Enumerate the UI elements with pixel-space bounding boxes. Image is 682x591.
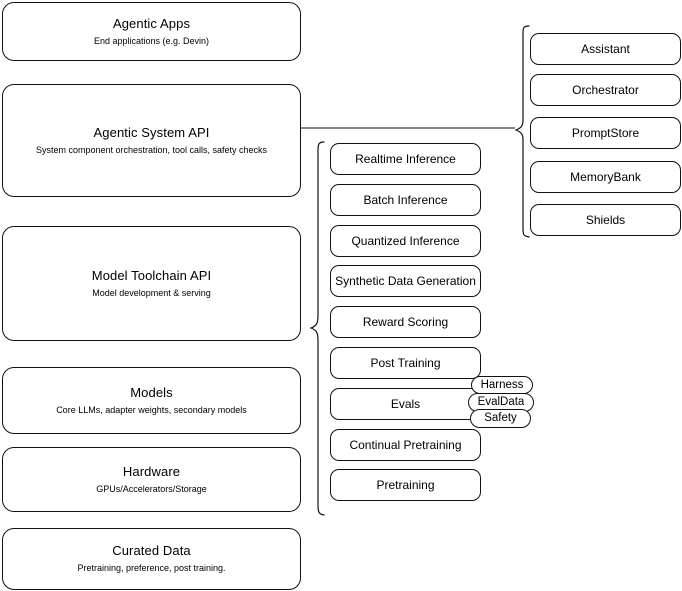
- system-api-connector-line: [301, 126, 517, 130]
- eval-tag-label: Safety: [484, 412, 517, 424]
- layer-subtitle: End applications (e.g. Devin): [93, 35, 210, 46]
- layer-model-toolchain-api[interactable]: Model Toolchain API Model development & …: [2, 226, 301, 341]
- layer-title: Agentic Apps: [112, 15, 191, 31]
- component-continual-pretraining[interactable]: Continual Pretraining: [330, 429, 481, 461]
- component-label: Quantized Inference: [351, 234, 460, 248]
- component-shields[interactable]: Shields: [530, 204, 681, 236]
- layer-agentic-apps[interactable]: Agentic Apps End applications (e.g. Devi…: [2, 2, 301, 61]
- toolchain-components-brace: [308, 140, 326, 518]
- component-label: Post Training: [370, 356, 441, 370]
- component-label: Continual Pretraining: [349, 438, 462, 452]
- layer-title: Hardware: [122, 463, 181, 479]
- component-label: Synthetic Data Generation: [335, 274, 476, 288]
- component-label: Reward Scoring: [362, 315, 449, 329]
- eval-tag-label: Harness: [480, 378, 524, 391]
- component-realtime-inference[interactable]: Realtime Inference: [330, 143, 481, 175]
- component-batch-inference[interactable]: Batch Inference: [330, 184, 481, 216]
- component-label: Shields: [585, 213, 626, 227]
- layer-curated-data[interactable]: Curated Data Pretraining, preference, po…: [2, 528, 301, 590]
- layer-models[interactable]: Models Core LLMs, adapter weights, secon…: [2, 367, 301, 434]
- component-label: Pretraining: [376, 478, 435, 492]
- component-label: Orchestrator: [572, 83, 639, 97]
- component-assistant[interactable]: Assistant: [530, 33, 681, 65]
- layer-title: Curated Data: [112, 543, 191, 558]
- layer-hardware[interactable]: Hardware GPUs/Accelerators/Storage: [2, 447, 301, 512]
- component-label: MemoryBank: [570, 170, 641, 184]
- component-memorybank[interactable]: MemoryBank: [530, 161, 681, 193]
- component-label: Batch Inference: [363, 193, 448, 207]
- component-evals[interactable]: Evals: [330, 388, 481, 420]
- layer-subtitle: System component orchestration, tool cal…: [35, 144, 268, 155]
- layer-title: Model Toolchain API: [91, 267, 212, 283]
- component-reward-scoring[interactable]: Reward Scoring: [330, 306, 481, 338]
- layer-subtitle: Pretraining, preference, post training.: [77, 563, 226, 573]
- component-post-training[interactable]: Post Training: [330, 347, 481, 379]
- component-label: Assistant: [581, 42, 630, 56]
- component-pretraining[interactable]: Pretraining: [330, 469, 481, 501]
- component-label: Evals: [390, 397, 421, 411]
- component-label: PromptStore: [571, 126, 640, 140]
- layer-title: Models: [130, 384, 173, 400]
- layer-subtitle: Model development & serving: [92, 287, 211, 298]
- layer-title: Agentic System API: [93, 124, 210, 140]
- eval-tag-label: EvalData: [477, 396, 525, 408]
- layer-agentic-system-api[interactable]: Agentic System API System component orch…: [2, 84, 301, 197]
- eval-tag-safety[interactable]: Safety: [470, 409, 531, 428]
- component-synthetic-data-generation[interactable]: Synthetic Data Generation: [330, 265, 481, 297]
- layer-subtitle: GPUs/Accelerators/Storage: [96, 483, 207, 494]
- layer-subtitle: Core LLMs, adapter weights, secondary mo…: [56, 404, 247, 415]
- eval-tag-harness[interactable]: Harness: [471, 376, 533, 394]
- component-promptstore[interactable]: PromptStore: [530, 117, 681, 149]
- component-orchestrator[interactable]: Orchestrator: [530, 74, 681, 106]
- system-components-brace: [513, 24, 531, 240]
- component-quantized-inference[interactable]: Quantized Inference: [330, 225, 481, 257]
- component-label: Realtime Inference: [355, 152, 456, 166]
